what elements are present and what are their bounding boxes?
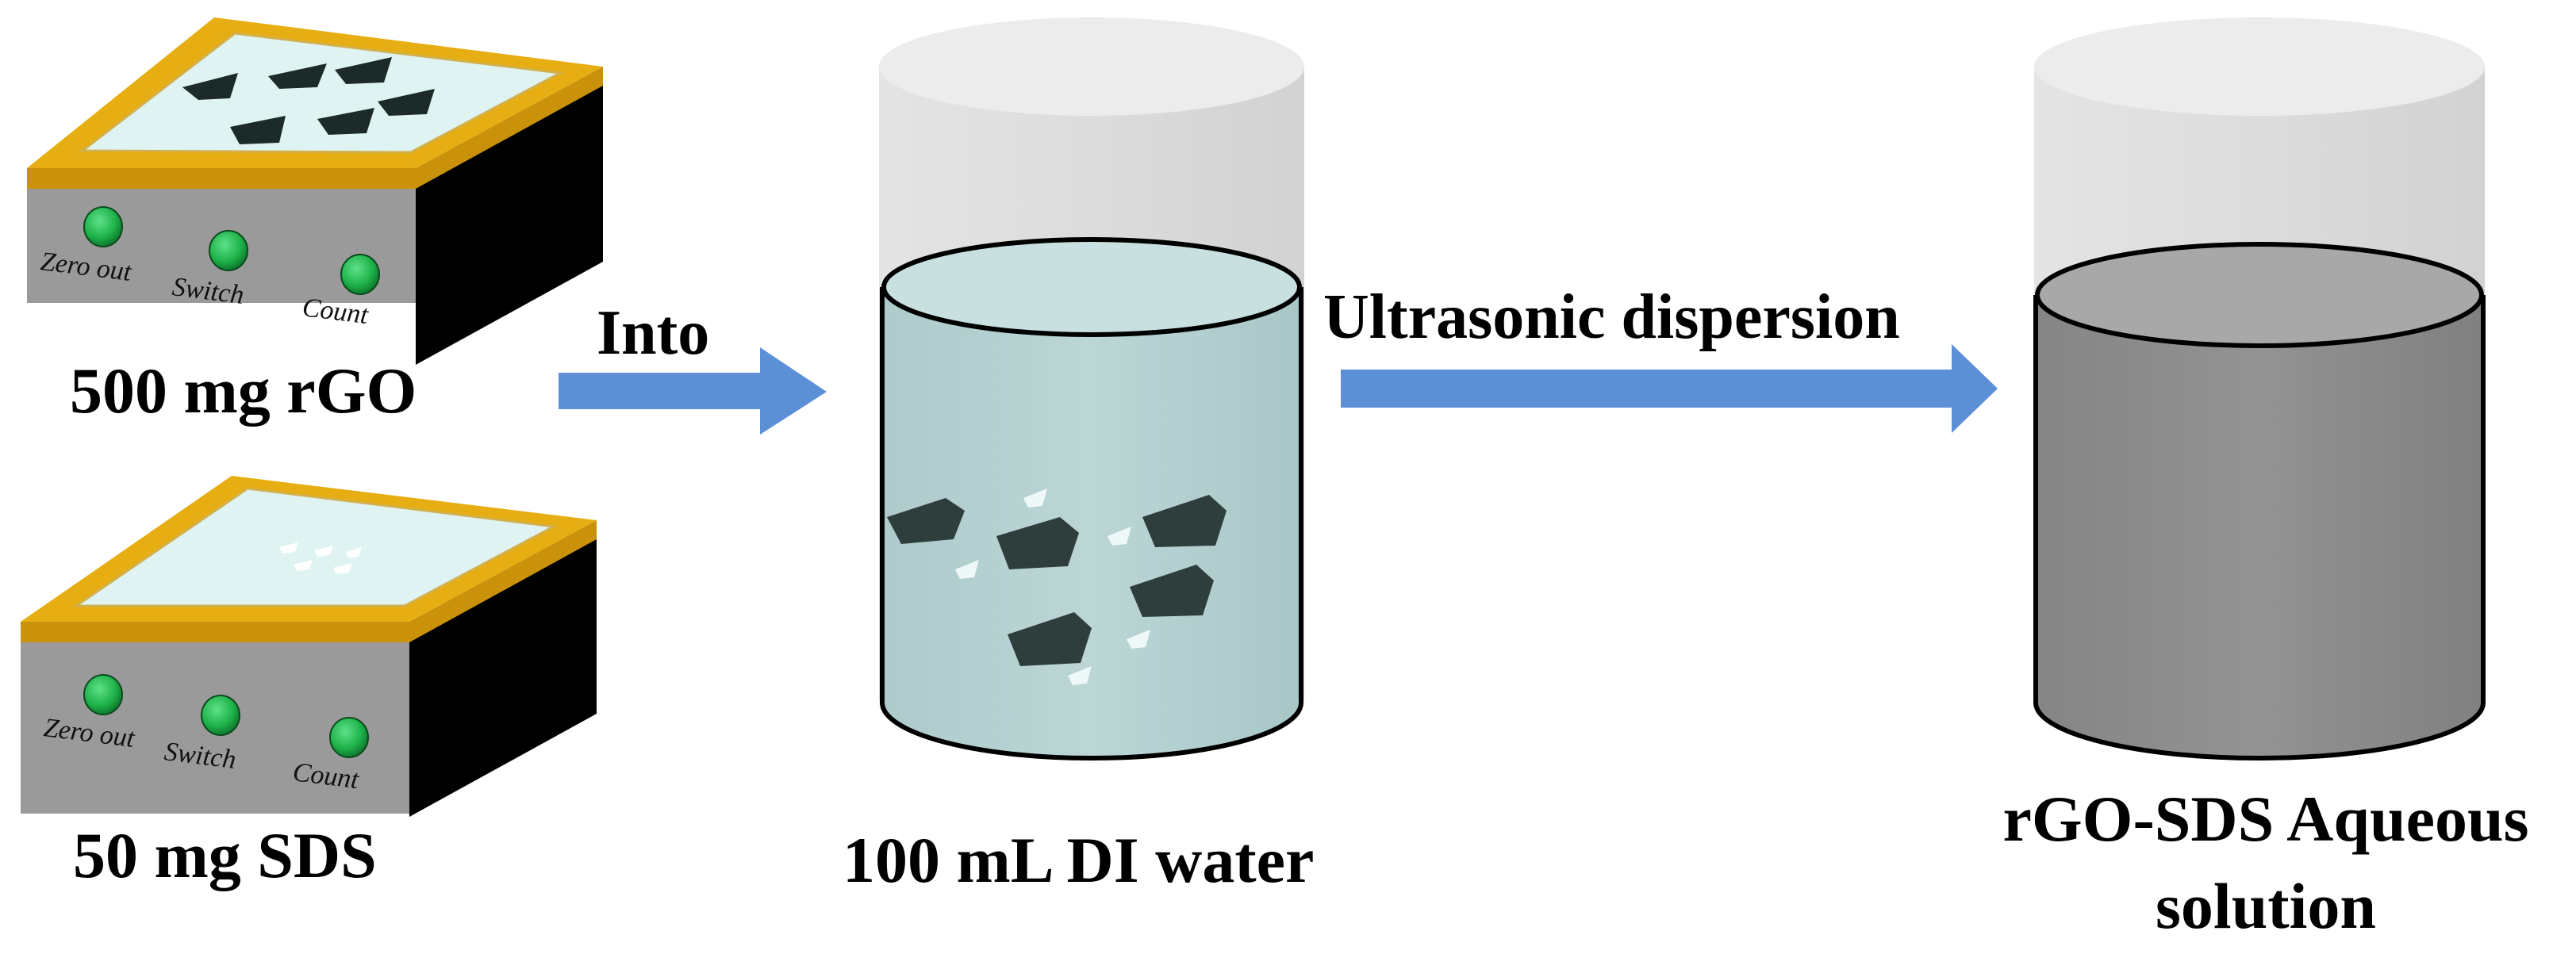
scale-rim (27, 67, 603, 189)
scale-side (416, 77, 603, 365)
scale-sds: Zero out Switch Count (21, 476, 597, 817)
water-surface (881, 237, 1302, 337)
zero-out-button[interactable] (83, 206, 123, 247)
arrow-ultrasonic (1341, 344, 1998, 433)
rgo-flakes (182, 57, 435, 144)
result-liquid-surface (2035, 242, 2484, 348)
arrow-right-icon (559, 347, 827, 435)
beaker1-label: 100 mL DI water (843, 824, 1314, 896)
scale-pan (72, 487, 558, 607)
beaker-di-water (879, 17, 1304, 761)
switch-button[interactable] (201, 695, 240, 736)
result-liquid-body (2037, 295, 2482, 758)
suspended-sds-particles (955, 488, 1150, 685)
suspended-flakes (887, 495, 1227, 666)
count-button[interactable] (329, 717, 369, 758)
beaker2-label-line2: solution (2156, 870, 2376, 942)
scale-pan (79, 32, 564, 154)
beaker-result (2033, 17, 2486, 761)
zero-out-button[interactable] (83, 674, 123, 715)
scale-rim (21, 520, 597, 642)
scale-buttons (83, 206, 380, 295)
sds-powder (279, 542, 362, 574)
into-label: Into (597, 298, 709, 368)
sds-weight-label: 50 mg SDS (73, 819, 377, 891)
arrow-right-icon (1341, 344, 1998, 433)
beaker2-label-line1: rGO-SDS Aqueous (2002, 783, 2528, 855)
water-body (884, 287, 1300, 758)
rgo-weight-label: 500 mg rGO (70, 354, 417, 427)
arrow-into (559, 347, 827, 435)
scale-side (409, 530, 597, 817)
ultrasonic-label: Ultrasonic dispersion (1323, 282, 1900, 352)
scale-rgo: Zero out Switch Count (27, 17, 603, 365)
scale-buttons (83, 674, 369, 758)
count-button[interactable] (340, 254, 380, 295)
switch-button[interactable] (209, 230, 248, 271)
